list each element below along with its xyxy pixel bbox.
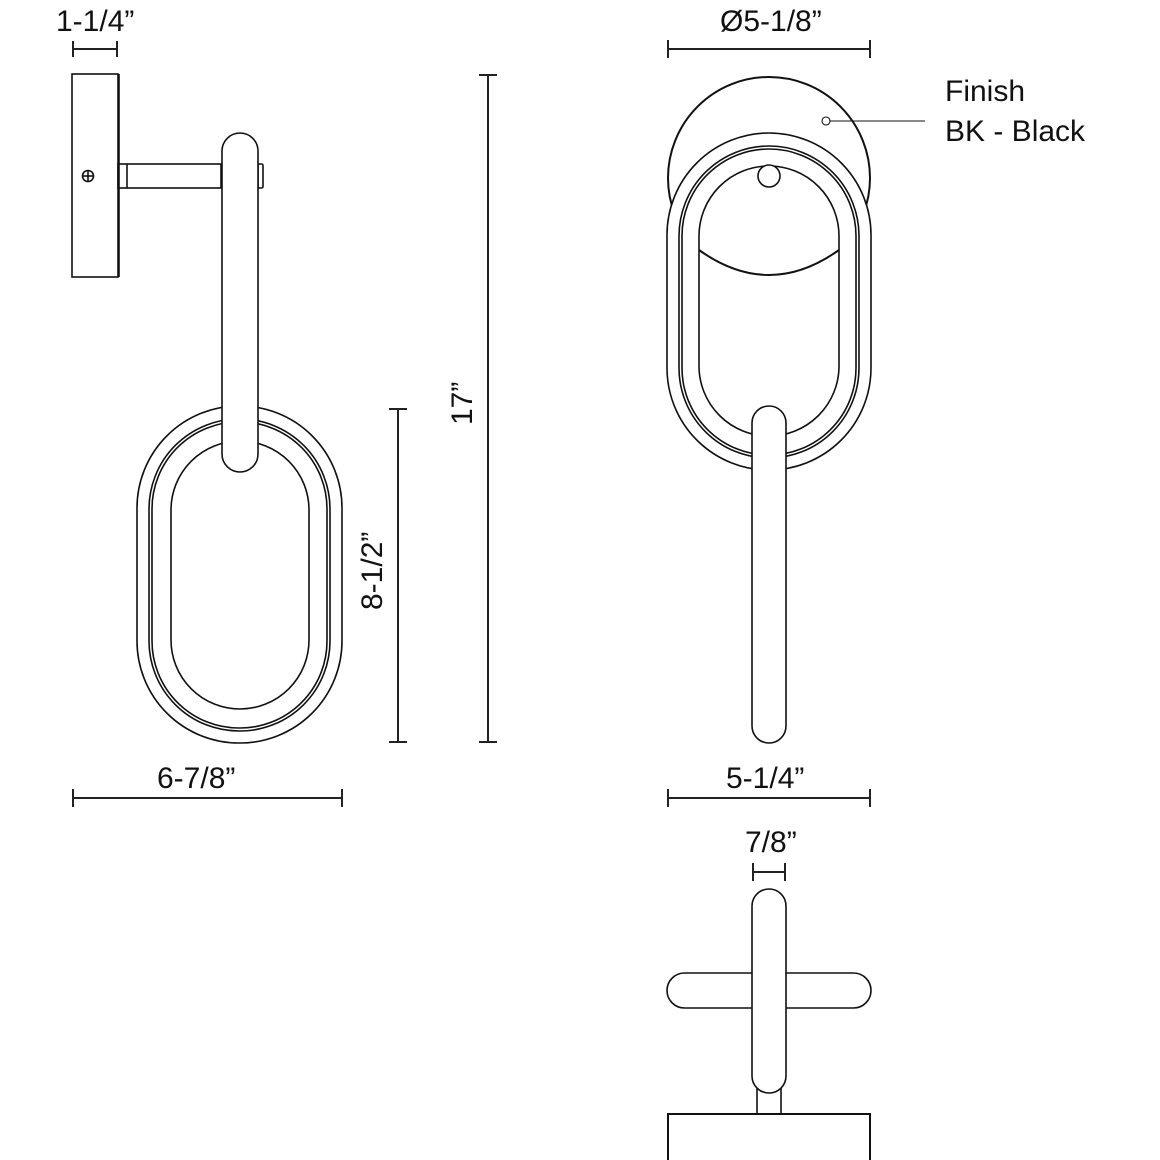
- backplate-side: [71, 73, 119, 278]
- dim-line-ring-height: [389, 408, 407, 743]
- front-view: [666, 40, 925, 807]
- tube-side: [221, 132, 259, 473]
- tube-front: [751, 405, 787, 744]
- dim-line-tube-diameter: [752, 863, 786, 881]
- label-ring-height: 8-1/2”: [356, 531, 389, 610]
- side-view: [71, 41, 497, 807]
- dim-line-width: [667, 789, 871, 807]
- top-view: [666, 863, 872, 1160]
- dim-line-backplate-diameter: [667, 40, 871, 58]
- label-backplate-depth: 1-1/4”: [56, 5, 135, 38]
- label-width: 5-1/4”: [726, 762, 805, 795]
- dim-line-backplate-depth: [72, 41, 118, 57]
- dim-line-overall-height: [479, 74, 497, 743]
- label-backplate-diameter: Ø5-1/8”: [720, 5, 822, 38]
- label-overall-height: 17”: [446, 381, 479, 425]
- arm-top: [756, 1088, 782, 1114]
- label-finish-value: BK - Black: [945, 115, 1086, 148]
- label-tube-diameter: 7/8”: [745, 826, 797, 859]
- screw-icon: [81, 169, 95, 183]
- mounting-knob: [757, 164, 781, 188]
- dim-line-extension: [72, 789, 343, 807]
- backplate-top: [667, 1113, 871, 1160]
- label-finish-title: Finish: [945, 75, 1026, 108]
- finish-leader: [821, 116, 925, 126]
- label-extension: 6-7/8”: [157, 762, 236, 795]
- tube-top: [751, 888, 787, 1094]
